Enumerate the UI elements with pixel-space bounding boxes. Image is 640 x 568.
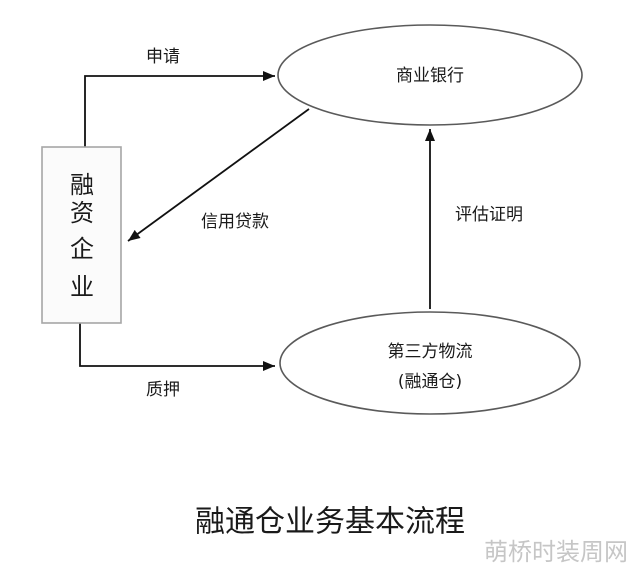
node-enterprise-char: 融 — [70, 171, 94, 199]
node-enterprise-char: 业 — [70, 273, 94, 301]
edge-pledge-label: 质押 — [146, 380, 180, 400]
edge-apply-arrow — [84, 71, 275, 147]
node-logistics-label-line2: (融通仓) — [398, 372, 462, 392]
edge-credit-loan-label: 信用贷款 — [201, 212, 269, 232]
edge-evaluation-label: 评估证明 — [455, 205, 523, 225]
node-logistics-ellipse — [279, 311, 581, 415]
diagram-title: 融通仓业务基本流程 — [195, 505, 465, 540]
node-enterprise-box — [41, 146, 122, 324]
node-enterprise-char: 企 — [70, 235, 94, 263]
node-enterprise-char: 资 — [70, 199, 94, 227]
node-bank-ellipse — [277, 24, 583, 126]
edge-apply-label: 申请 — [146, 47, 180, 67]
node-logistics-label-line1: 第三方物流 — [388, 342, 473, 362]
watermark-text: 萌桥时装周网 — [484, 538, 628, 566]
edge-pledge-arrow — [79, 323, 275, 371]
edge-credit-loan-arrow — [127, 108, 310, 242]
node-bank-label: 商业银行 — [396, 66, 464, 86]
